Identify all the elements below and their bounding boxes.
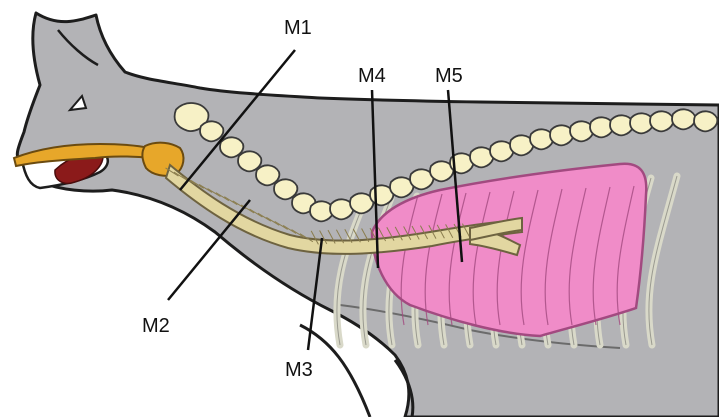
vertebra [672,109,695,129]
vertebra [694,111,717,131]
vertebra [650,111,673,131]
label-m5: M5 [435,66,463,86]
label-m1: M1 [284,18,312,38]
vertebra [200,121,223,141]
label-m4: M4 [358,66,386,86]
label-m3: M3 [285,360,313,380]
label-m2: M2 [142,316,170,336]
